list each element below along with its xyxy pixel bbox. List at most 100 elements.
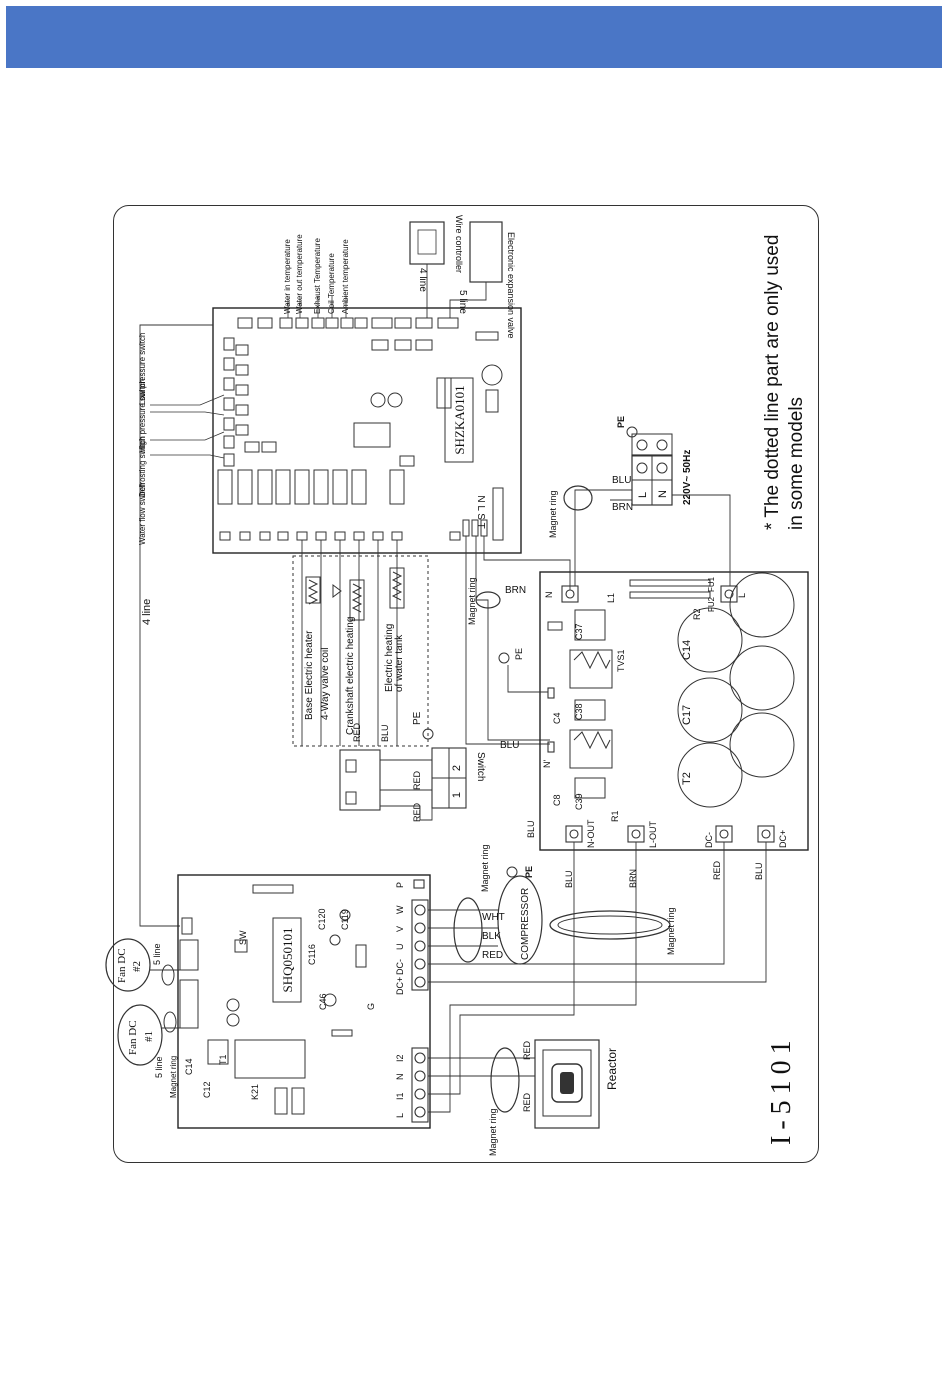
main-board-code: SHZKA0101 — [452, 385, 467, 454]
fan1-label-b: #1 — [143, 1031, 155, 1042]
fan-dc-2 — [105, 938, 151, 992]
driver-term-n: N — [395, 1074, 405, 1081]
magnet-ring-label-6: Magnet ring — [169, 1056, 178, 1098]
supply-blu: BLU — [612, 475, 631, 486]
reactor-red-1: RED — [522, 1040, 532, 1060]
filter-term-l-out: L-OUT — [648, 820, 658, 848]
filter-c8: C8 — [552, 794, 562, 806]
eev-box — [469, 221, 503, 283]
low-pressure-label: Low pressure switch — [138, 333, 147, 405]
driver-c12: C12 — [202, 1081, 212, 1098]
ambient-label: Ambient temperature — [341, 239, 350, 314]
magnet-ring-label-1: Magnet ring — [467, 577, 477, 625]
pe-label-switch: PE — [412, 711, 423, 725]
driver-term-i2: I2 — [395, 1054, 405, 1062]
driver-c116: C116 — [307, 944, 317, 965]
switch-label: Switch — [475, 752, 486, 781]
tank-heating-label-1: Electric heating — [384, 624, 395, 692]
optional-loads-region — [292, 555, 429, 747]
filter-pe: PE — [514, 648, 524, 660]
magnet-ring-label-4: Magnet ring — [666, 907, 676, 955]
driver-term-l: L — [395, 1113, 405, 1118]
driver-term-v: V — [395, 926, 405, 932]
exhaust-label: Exhaust Temperature — [313, 238, 322, 314]
note-line-1: * The dotted line part are only used — [762, 235, 783, 530]
filter-l1: L1 — [606, 593, 616, 603]
driver-board — [177, 874, 431, 1129]
filter-fu1: FU1 — [707, 576, 716, 592]
supply-l: L — [637, 492, 649, 498]
driver-term-p: P — [395, 882, 405, 888]
five-line-label-1: 5 line — [152, 943, 162, 965]
blk-label: BLK — [482, 931, 501, 942]
water-flow-label: Water flow switch — [138, 483, 147, 545]
supply-brn: BRN — [612, 502, 633, 513]
driver-terminal-strip — [411, 879, 429, 1123]
wire-controller-box — [409, 221, 445, 265]
switch-terminal-2: 2 — [451, 765, 463, 771]
output-terminals — [219, 531, 461, 541]
filter-c37: C37 — [574, 623, 584, 640]
model-label: I-5101 — [766, 1034, 797, 1145]
filter-term-l: L — [737, 593, 747, 598]
blu-label-2: BLU — [500, 740, 519, 751]
driver-sw: SW — [238, 930, 248, 945]
relay-row — [217, 469, 405, 505]
driver-term-u: U — [395, 944, 405, 951]
driver-c14: C14 — [184, 1058, 194, 1075]
filter-fu2: FU2 — [707, 596, 716, 612]
switch-terminal-1: 1 — [451, 792, 463, 798]
brn-label-2: BRN — [628, 869, 638, 888]
fan-dc-1 — [117, 1004, 163, 1066]
compressor-pe: PE — [524, 866, 534, 878]
main-control-board — [212, 307, 522, 554]
filter-term-n: N — [544, 592, 554, 599]
blu-label-5: BLU — [526, 820, 536, 838]
driver-g: G — [366, 1003, 376, 1010]
diagram-frame — [113, 205, 819, 1163]
tank-heating-label-2: of water tank — [394, 634, 405, 692]
driver-c46: C46 — [318, 993, 328, 1010]
compressor-label: COMPRESSOR — [520, 888, 531, 960]
fan2-label-a: Fan DC — [116, 948, 128, 983]
note-line-2: in some models — [786, 397, 807, 530]
five-line-top-label: 5 line — [457, 290, 468, 314]
brn-label-1: BRN — [505, 585, 526, 596]
base-heater-label: Base Electric heater — [304, 630, 315, 720]
red-label-comp: RED — [482, 950, 503, 961]
blu-wire-label-1: BLU — [380, 724, 390, 742]
high-pressure-label: High pressure switch — [138, 379, 147, 453]
filter-r2: R2 — [692, 608, 702, 620]
filter-c17: C17 — [681, 705, 693, 725]
driver-board-code: SHQ050101 — [280, 927, 295, 992]
driver-c120: C120 — [317, 908, 327, 930]
magnet-ring-label-5: Magnet ring — [488, 1108, 498, 1156]
filter-t2: T2 — [681, 772, 693, 785]
filter-term-dc-minus: DC- — [704, 832, 714, 848]
driver-c119: C119 — [340, 909, 350, 930]
filter-c39: C39 — [574, 793, 584, 810]
filter-c4: C4 — [552, 712, 562, 724]
four-line-label: 4 line — [141, 599, 153, 625]
coil-label: Coil Temperature — [327, 253, 336, 314]
blu-label-4: BLU — [754, 862, 764, 880]
red-wire-label-1: RED — [412, 770, 422, 790]
water-in-label: Water in temperature — [283, 239, 292, 314]
reactor-label: Reactor — [605, 1048, 619, 1090]
filter-r1: R1 — [610, 810, 620, 822]
driver-t1: T1 — [218, 1054, 228, 1065]
red-label-4: RED — [712, 860, 722, 880]
filter-c38: C38 — [574, 703, 584, 720]
driver-term-dc-minus: DC- — [395, 959, 405, 975]
eev-label-1: Electronic expansion valve — [506, 232, 516, 339]
wire-controller-label: Wire controller — [454, 215, 464, 273]
red-wire-label-3: RED — [352, 722, 362, 742]
wht-label: WHT — [482, 912, 505, 923]
reactor-red-2: RED — [522, 1092, 532, 1112]
filter-term-n-prime: N' — [542, 760, 552, 768]
water-out-label: Water out temperature — [295, 234, 304, 314]
filter-c14: C14 — [681, 640, 693, 660]
header-bar — [6, 6, 942, 68]
filter-term-dc-plus: DC+ — [778, 830, 788, 848]
